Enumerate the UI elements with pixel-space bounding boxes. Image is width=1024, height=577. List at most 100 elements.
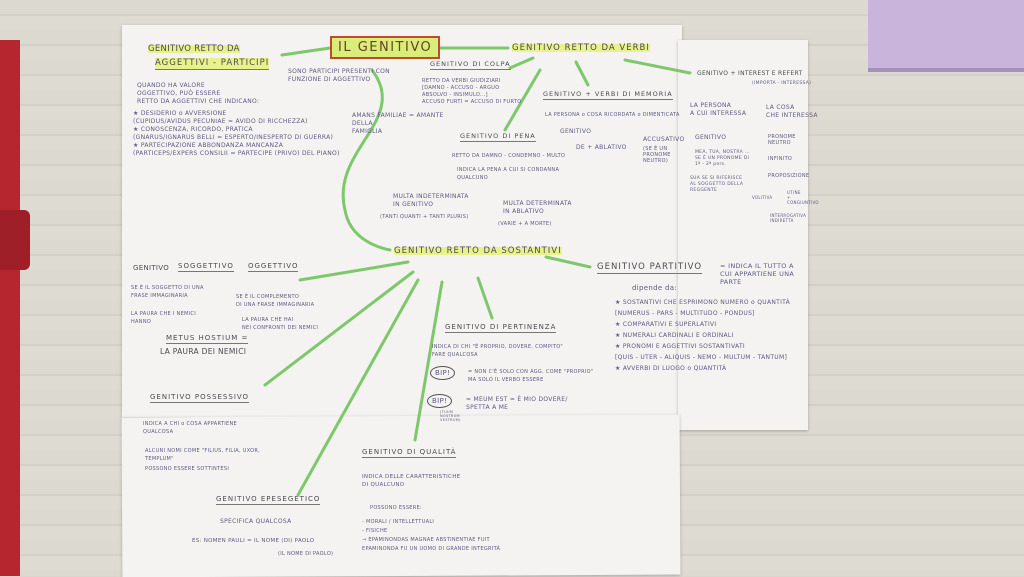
list-item: - FISICHE [362,528,388,534]
multa-determinata-example: (VARIE + A MORTE) [498,221,552,227]
list-item: ★ CONOSCENZA, RICORDO, PRATICA [133,126,253,133]
soggettivo-note: SE È IL SOGGETTO DI UNA FRASE IMMAGINARI… [131,285,204,299]
qualita-text: INDICA DELLE CARATTERISTICHE DI QUALCUNO [362,474,461,488]
soggettivo-example: LA PAURA CHE I NEMICI HANNO [131,311,196,325]
epesegetico-example: ES: NOMEN PAULI = IL NOME (DI) PAOLO [192,538,315,544]
list-item: EPAMINONDA FU UN UOMO DI GRANDE INTEGRIT… [362,546,501,552]
prop-item: UT/NE + CONGIUNTIVO [787,190,819,205]
list-item: ★ PARTECIPAZIONE ABBONDANZA MANCANZA [133,142,284,149]
arrow-to-memoria [574,60,590,87]
arrow-to-epesegetico [296,278,420,497]
partitivo-title: GENITIVO PARTITIVO [597,262,703,274]
latin-translation: LA PAURA DEI NEMICI [160,347,247,356]
bip-badge-1: BIP! [430,366,456,380]
purple-box [868,0,1024,72]
partitivo-list: ★ SOSTANTIVI CHE ESPRIMONO NUMERO o QUAN… [615,297,790,374]
arrow-to-interest [623,58,692,75]
persona-item: MEA, TUA, NOSTRA ... SE È UN PRONOME DI … [695,150,750,167]
multa-indeterminata: MULTA INDETERMINATA IN GENITIVO [393,193,469,208]
arrow-to-possessivo [263,270,415,387]
partitivo-depends: dipende da: [632,284,677,292]
pertinenza-note-3: (TUUM NOSTRUM VESTRUM) [440,410,461,422]
arrow-to-pena [503,68,542,132]
list-item: ★ PRONOMI E AGGETTIVI SOSTANTIVATI [615,343,745,350]
partitivo-definition: = INDICA IL TUTTO A CUI APPARTIENE UNA P… [720,262,795,286]
multa-determinata: MULTA DETERMINATA IN ABLATIVO [503,200,572,215]
list-item: ★ AVVERBI DI LUOGO o QUANTITÀ [615,365,727,372]
list-item: [NUMERUS - PARS - MULTITUDO - PONDUS] [615,310,755,317]
memoria-accusativo-note: (SE È UN PRONOME NEUTRO) [643,146,671,164]
arrow-to-qualita [413,280,444,442]
memoria-text: LA PERSONA o COSA RICORDATA o DIMENTICAT… [545,112,680,118]
colpa-text: RETTO DA VERBI GIUDIZIARI [DAMNO - ACCUS… [422,78,522,105]
interest-title: GENITIVO + INTEREST E REFERT [697,70,803,77]
arrow-to-soggettivo [298,260,410,282]
soggettivo-title-a: GENITIVO [133,264,170,272]
colpa-title: GENITIVO DI COLPA [430,60,511,70]
pertinenza-note-2: = MEUM EST = È MIO DOVERE/ SPETTA A ME [466,396,568,411]
possessivo-text-1: INDICA A CHI o COSA APPARTIENE QUALCOSA [143,421,237,435]
pena-text-2: INDICA LA PENA A CUI SI CONDANNA QUALCUN… [457,167,560,181]
list-item: (PARTICEPS/EXPERS CONSILII = PARTECIPE (… [133,150,340,157]
paper-sheet-right [678,40,808,430]
list-item: ★ COMPARATIVI E SUPERLATIVI [615,321,717,328]
interest-subtitle: (IMPORTA - INTERESSA) [752,81,812,86]
paper-sheet-top [122,25,682,417]
interest-cosa: LA COSA CHE INTERESSA [766,104,818,119]
multa-indeterminata-example: (TANTI QUANTI + TANTI PLURIS) [380,214,469,220]
red-binder-clip [0,210,30,270]
participi-example: AMANS FAMILIAE = AMANTE DELLA FAMIGLIA [352,112,444,135]
pena-title: GENITIVO DI PENA [460,132,536,142]
sostantivi-title: GENITIVO RETTO DA SOSTANTIVI [394,246,562,256]
aggettivi-note: QUANDO HA VALORE OGGETTIVO, PUÒ ESSERE R… [137,82,260,105]
prop-item: INTERROGATIVA INDIRETTA [770,213,807,223]
memoria-genitivo: GENITIVO [560,128,592,135]
prop-item: VOLITIVA [752,195,773,200]
list-item: → EPAMINONDAS MAGNAE ABSTINENTIAE FUIT [362,537,490,543]
persona-item: SUA SE SI RIFERISCE AL SOGGETTO DELLA RE… [690,176,744,193]
interest-persona: LA PERSONA A CUI INTERESSA [690,102,747,117]
memoria-title: GENITIVO + VERBI DI MEMORIA [543,90,673,100]
qualita-text-2: POSSONO ESSERE: [370,505,422,511]
possessivo-title: GENITIVO POSSESSIVO [150,393,250,403]
qualita-list: - MORALI / INTELLETTUALI - FISICHE → EPA… [362,518,500,554]
pertinenza-title: GENITIVO DI PERTINENZA [445,323,557,333]
participi-note: SONO PARTICIPI PRESENTI CON FUNZIONE DI … [288,68,390,83]
oggettivo-note: SE È IL COMPLEMENTO DI UNA FRASE IMMAGIN… [236,294,315,308]
oggettivo-example: LA PAURA CHE HAI NEI CONFRONTI DEI NEMIC… [242,317,319,331]
pertinenza-text: INDICA DI CHI "È PROPRIO, DOVERE, COMPIT… [432,344,564,358]
qualita-title: GENITIVO DI QUALITÀ [362,448,457,458]
aggettivi-title-2: AGGETTIVI - PARTICIPI [155,58,270,70]
main-title: IL GENITIVO [330,36,441,59]
possessivo-text-2: ALCUNI NOMI COME "FILIUS, FILIA, UXOR, T… [145,448,261,462]
list-item: ★ SOSTANTIVI CHE ESPRIMONO NUMERO o QUAN… [615,299,791,306]
verbi-title: GENITIVO RETTO DA VERBI [512,43,650,53]
list-item: (CUPIDUS/AVIDUS PECUNIAE = AVIDO DI RICC… [133,118,308,125]
memoria-de-ablativo: DE + ABLATIVO [576,144,627,151]
aggettivi-list: ★ DESIDERIO o AVVERSIONE (CUPIDUS/AVIDUS… [133,110,340,158]
list-item: [QUIS - UTER - ALIQUIS - NEMO - MULTUM -… [615,354,788,361]
list-item: (GNARUS/IGNARUS BELLI = ESPERTO/INESPERT… [133,134,334,141]
arrow-to-sostantivi [341,68,392,252]
cosa-item: INFINITO [768,156,793,162]
pertinenza-note-1: = NON C'È SOLO CON AGG. COME "PROPRIO" M… [468,369,594,383]
pena-text-1: RETTO DA DAMNO - CONDEMNO - MULTO [452,153,566,159]
latin-example: METUS HOSTIUM = [166,334,249,344]
cosa-item: PROPOSIZIONE [768,173,810,179]
red-binder [0,40,20,576]
epesegetico-text: SPECIFICA QUALCOSA [220,518,292,525]
oggettivo-title: OGGETTIVO [248,262,299,272]
list-item: - MORALI / INTELLETTUALI [362,519,435,525]
arrow-to-partitivo [544,255,592,269]
list-item: ★ NUMERALI CARDINALI E ORDINALI [615,332,734,339]
list-item: ★ DESIDERIO o AVVERSIONE [133,110,227,117]
possessivo-text-3: POSSONO ESSERE SOTTINTESI [145,466,230,472]
epesegetico-example-2: (IL NOME DI PAOLO) [278,551,334,557]
arrow-to-pertinenza [476,276,494,320]
arrow-to-colpa [508,56,535,70]
aggettivi-title-1: GENITIVO RETTO DA [148,44,240,54]
cosa-item: PRONOME NEUTRO [768,134,796,146]
soggettivo-title-b: SOGGETTIVO [178,262,234,272]
memoria-accusativo: ACCUSATIVO [643,136,685,143]
arrow-to-aggettivi [280,46,332,57]
